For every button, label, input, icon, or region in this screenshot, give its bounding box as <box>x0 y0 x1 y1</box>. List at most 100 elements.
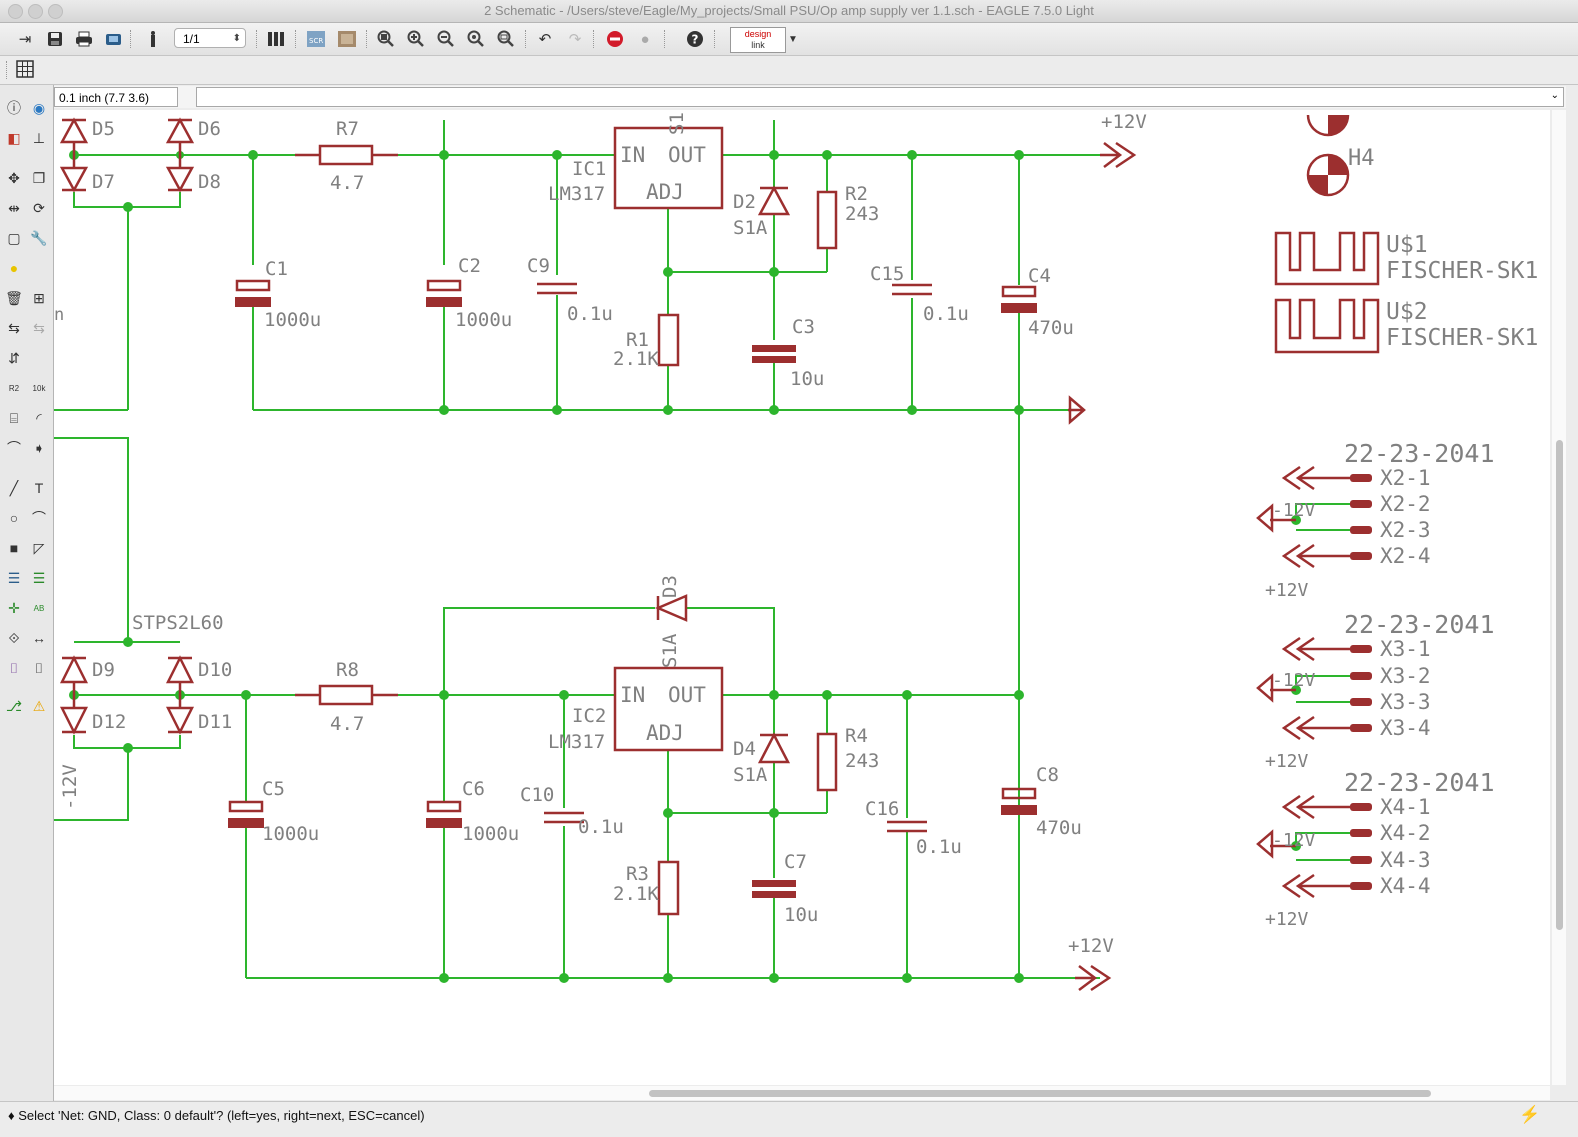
label-R1: R1 <box>626 329 649 351</box>
wire-icon[interactable]: ╱ <box>9 479 19 496</box>
arc-icon[interactable]: ⌒ <box>32 510 46 526</box>
horizontal-scrollbar[interactable] <box>54 1086 1550 1100</box>
help-icon[interactable]: ? <box>684 28 706 50</box>
add-icon[interactable]: ⊞ <box>33 289 45 306</box>
label-X2-2: X2-2 <box>1380 492 1431 516</box>
value-icon[interactable]: 10k <box>32 383 46 393</box>
mark-icon[interactable]: ⊥ <box>32 129 46 146</box>
label-X2-1: X2-1 <box>1380 466 1431 490</box>
cam-icon[interactable] <box>103 28 125 50</box>
print-icon[interactable] <box>73 28 95 50</box>
zoom-fit-icon[interactable] <box>375 28 397 50</box>
zoom-window-button[interactable] <box>48 4 63 19</box>
run-icon[interactable] <box>336 28 358 50</box>
svg-text:SCR: SCR <box>309 37 323 45</box>
library-icon[interactable] <box>266 28 288 50</box>
label-R4-value: 243 <box>845 750 879 772</box>
label-C15-value: 0.1u <box>923 303 969 325</box>
pinswap-icon[interactable]: ⇆ <box>8 319 20 336</box>
frame-icon[interactable]: ⌷ <box>9 659 19 676</box>
erc-icon[interactable]: ⎇ <box>5 697 23 714</box>
minimize-window-button[interactable] <box>28 4 43 19</box>
delete-icon[interactable]: 🗑 <box>5 289 23 306</box>
vertical-scrollbar[interactable] <box>1552 110 1566 1085</box>
label-D8: D8 <box>198 171 221 193</box>
vertical-scroll-thumb[interactable] <box>1556 440 1563 930</box>
label-S1: S1 <box>666 112 688 135</box>
dimension-icon[interactable]: ↔ <box>32 630 46 646</box>
zoom-out-icon[interactable] <box>435 28 457 50</box>
name-icon[interactable]: R2 <box>8 383 20 393</box>
move-icon[interactable]: ✥ <box>8 169 20 186</box>
text-icon[interactable]: T <box>34 480 44 496</box>
copy-icon[interactable]: ❐ <box>32 169 46 186</box>
label-IC1: IC1 <box>572 158 606 180</box>
junction-icon[interactable]: ✛ <box>8 599 20 616</box>
label-D4-value: S1A <box>733 764 768 786</box>
label-D9: D9 <box>92 659 115 681</box>
label-IC2-in: IN <box>620 683 645 707</box>
horizontal-scroll-thumb[interactable] <box>649 1090 1431 1097</box>
sheet-selector[interactable]: 1/1 ⬍ <box>174 28 246 48</box>
invoke-icon[interactable]: ➧ <box>33 439 45 456</box>
zoom-redraw-icon[interactable] <box>465 28 487 50</box>
command-input[interactable]: ⌄ <box>196 87 1564 107</box>
redo-icon[interactable]: ↷ <box>568 31 582 48</box>
schematic-canvas[interactable]: D5 D6 D7 D8 n R7 4.7 IC1 LM317 S1 IN OUT… <box>54 110 1550 1085</box>
chevron-down-icon[interactable]: ⌄ <box>1550 90 1559 101</box>
grid-icon[interactable] <box>14 58 36 80</box>
mirror-icon[interactable]: ⇹ <box>8 199 20 216</box>
design-link-dropdown-icon[interactable]: ▼ <box>788 33 798 45</box>
smash-icon[interactable]: ⌸ <box>9 409 19 426</box>
split-icon[interactable]: ⌒ <box>7 440 21 456</box>
lightning-icon[interactable]: ⚡ <box>1519 1105 1541 1124</box>
label-IC1-adj: ADJ <box>646 180 684 204</box>
label-D2: D2 <box>733 191 756 213</box>
label-U2-value: FISCHER-SK1 <box>1386 325 1538 351</box>
label-C2: C2 <box>458 255 481 277</box>
script-icon[interactable]: SCR <box>305 28 327 50</box>
replace-icon[interactable]: ⇵ <box>8 349 20 366</box>
miter-icon[interactable]: ◜ <box>36 409 42 426</box>
circle-icon[interactable]: ○ <box>9 510 19 526</box>
net-icon[interactable]: ☰ <box>32 569 46 586</box>
label-H4: H4 <box>1348 146 1375 171</box>
label-D7: D7 <box>92 171 115 193</box>
label-icon[interactable]: AB <box>33 603 45 613</box>
bus-icon[interactable]: ☰ <box>7 569 21 586</box>
svg-text:?: ? <box>692 33 699 47</box>
label-X2-3: X2-3 <box>1380 518 1431 542</box>
design-link-button[interactable]: design link <box>730 27 786 53</box>
coordinate-readout: 0.1 inch (7.7 3.6) <box>54 87 178 107</box>
export-icon[interactable]: ⇥ <box>18 31 32 48</box>
module-icon[interactable]: ⌷ <box>34 659 44 676</box>
zoom-in-icon[interactable] <box>405 28 427 50</box>
display-icon[interactable]: ◧ <box>7 129 21 146</box>
gateswap-icon[interactable]: ⇆ <box>33 319 45 336</box>
label-R3-value: 2.1K <box>613 883 659 905</box>
go-icon[interactable]: ● <box>640 30 650 48</box>
label-U2: U$2 <box>1386 299 1428 325</box>
sheet-selector-value: 1/1 <box>183 32 200 46</box>
polygon-icon[interactable]: ◸ <box>33 539 45 556</box>
change-icon[interactable]: 🔧 <box>30 229 48 246</box>
errors-icon[interactable]: ⚠ <box>32 697 46 714</box>
attribute-icon[interactable]: ⟐ <box>8 629 20 646</box>
zoom-select-icon[interactable] <box>495 28 517 50</box>
save-icon[interactable] <box>44 28 66 50</box>
label-X3-3: X3-3 <box>1380 690 1431 714</box>
rect-icon[interactable]: ■ <box>9 540 19 556</box>
show-icon[interactable]: ◉ <box>32 99 46 116</box>
paste-icon[interactable]: ● <box>9 260 19 276</box>
info-icon[interactable]: ⓘ <box>7 100 21 116</box>
board-icon[interactable] <box>142 28 164 50</box>
group-icon[interactable]: ▢ <box>7 229 21 246</box>
command-bar: 0.1 inch (7.7 3.6) ⌄ <box>54 86 1566 108</box>
stop-icon[interactable] <box>604 28 626 50</box>
rotate-icon[interactable]: ⟳ <box>33 199 45 216</box>
undo-icon[interactable]: ↶ <box>538 31 552 48</box>
label-R4: R4 <box>845 725 868 747</box>
close-window-button[interactable] <box>8 4 23 19</box>
command-panel: ⓘ ◉ ◧ ⊥ ✥ ❐ ⇹ ⟳ ▢ 🔧 ● 🗑 ⊞ ⇆ ⇆ ⇵ R2 10k ⌸… <box>0 85 54 1101</box>
label-R8: R8 <box>336 659 359 681</box>
